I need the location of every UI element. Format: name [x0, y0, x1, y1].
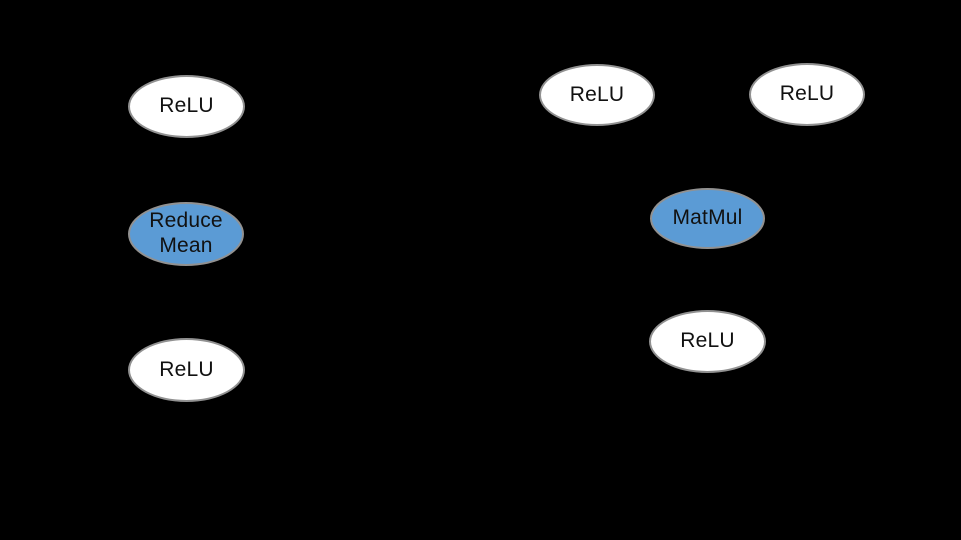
node-relu-left-top: ReLU	[128, 75, 245, 138]
node-relu-left-bottom: ReLU	[128, 338, 245, 402]
node-relu-right-top: ReLU	[749, 63, 865, 126]
node-matmul: MatMul	[650, 188, 765, 249]
node-relu-right-bottom: ReLU	[649, 310, 766, 373]
node-reduce-mean: Reduce Mean	[128, 202, 244, 266]
node-relu-mid-top: ReLU	[539, 64, 655, 126]
